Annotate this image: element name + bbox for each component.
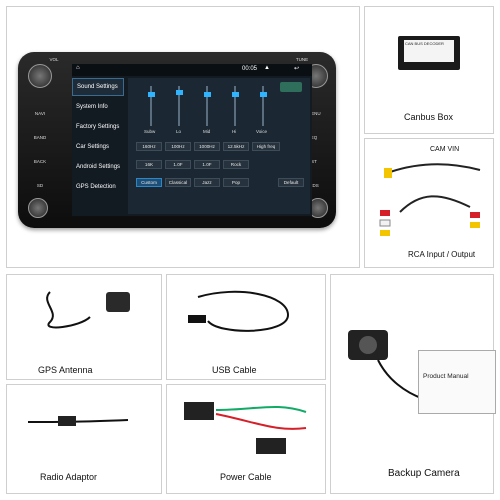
- power-cable-image: [184, 402, 307, 454]
- backup-camera-label: Backup Camera: [388, 468, 460, 479]
- preset-classical[interactable]: Classical: [165, 178, 191, 187]
- band-button[interactable]: BAND: [33, 134, 47, 140]
- rca-label: RCA Input / Output: [408, 250, 476, 259]
- usb-label: USB Cable: [212, 365, 257, 375]
- menu-factory-settings[interactable]: Factory Settings: [72, 118, 124, 136]
- eq-slider-mid[interactable]: [203, 86, 211, 126]
- cam-vin-label: CAM VIN: [430, 146, 460, 153]
- navi-button[interactable]: NAVI: [34, 110, 46, 116]
- vol-label: VOL: [49, 56, 59, 62]
- freq-high[interactable]: High freq: [252, 142, 280, 151]
- manual-label: Product Manual: [423, 373, 469, 380]
- tune-label: TUNE: [295, 56, 309, 62]
- band-label-subw: Subw: [144, 129, 156, 134]
- usb-cable-image: [188, 290, 290, 332]
- rca-cell: [364, 138, 494, 268]
- menu-system-info[interactable]: System Info: [72, 98, 124, 116]
- st-button[interactable]: ST: [311, 158, 317, 164]
- eq-button[interactable]: EQ: [310, 134, 318, 140]
- rds-button[interactable]: RDS: [309, 182, 319, 188]
- car-stereo-head-unit: VOL TUNE NAVI BAND BACK SD MENU EQ ST RD…: [18, 52, 336, 228]
- canbus-sticker-text: CAN BUS DECODER: [405, 41, 444, 46]
- menu-label: Car Settings: [76, 144, 110, 150]
- sd-button[interactable]: SD: [36, 182, 44, 188]
- back-button[interactable]: BACK: [33, 158, 47, 164]
- volume-knob[interactable]: [28, 64, 52, 88]
- preset-jazz[interactable]: Jazz: [194, 178, 220, 187]
- canbus-sticker: CAN BUS DECODER: [404, 40, 454, 62]
- radio-cell: [6, 384, 162, 494]
- menu-button[interactable]: MENU: [307, 110, 321, 116]
- menu-label: Android Settings: [76, 164, 121, 170]
- preset-custom[interactable]: Custom: [136, 178, 162, 187]
- gain-1f-b[interactable]: 1.0F: [194, 160, 220, 169]
- home-icon[interactable]: ⌂: [76, 65, 80, 71]
- status-bar: ⌂ 00:05 ▲ ↩: [72, 64, 312, 76]
- rca-cable-image: [379, 163, 481, 236]
- band-label-mid: Mid: [203, 129, 211, 134]
- canbus-box-image: CAN BUS DECODER: [398, 36, 460, 70]
- gps-cell: [6, 274, 162, 380]
- equalizer-panel: Subw Lo Mid Hi Voice 160Hz 100Hz 1000Hz …: [128, 78, 310, 214]
- preset-pop[interactable]: Pop: [223, 178, 249, 187]
- product-manual-image: Product Manual: [418, 350, 496, 414]
- freq-160hz[interactable]: 160Hz: [136, 142, 162, 151]
- band-label-voice: Voice: [256, 129, 268, 134]
- power-label: Power Cable: [220, 472, 272, 482]
- eq-slider-subw[interactable]: [147, 86, 155, 126]
- gain-1f-a[interactable]: 1.0F: [165, 160, 191, 169]
- menu-label: Factory Settings: [76, 124, 120, 130]
- eq-slider-voice[interactable]: [259, 86, 267, 126]
- freq-100hz[interactable]: 100Hz: [165, 142, 191, 151]
- touch-screen[interactable]: ⌂ 00:05 ▲ ↩ Sound Settings System Info F…: [72, 64, 312, 216]
- menu-label: Sound Settings: [77, 84, 118, 90]
- menu-label: GPS Detection: [76, 184, 116, 190]
- freq-1000hz[interactable]: 1000Hz: [194, 142, 220, 151]
- menu-car-settings[interactable]: Car Settings: [72, 138, 124, 156]
- canbus-cell: [364, 6, 494, 134]
- menu-gps-detection[interactable]: GPS Detection: [72, 178, 124, 196]
- speaker-toggle[interactable]: [280, 82, 302, 92]
- eq-slider-lo[interactable]: [175, 86, 183, 126]
- freq-12-5khz[interactable]: 12.5kHz: [223, 142, 249, 151]
- band-label-lo: Lo: [176, 129, 182, 134]
- gps-label: GPS Antenna: [38, 365, 93, 375]
- status-time: 00:05: [242, 66, 258, 72]
- menu-sound-settings[interactable]: Sound Settings: [72, 78, 124, 96]
- gain-rock[interactable]: Rock: [223, 160, 249, 169]
- menu-label: System Info: [76, 104, 108, 110]
- radio-label: Radio Adaptor: [40, 472, 98, 482]
- arrow-up-icon: ▲: [264, 65, 270, 71]
- default-button[interactable]: Default: [278, 178, 304, 187]
- left-lower-knob[interactable]: [28, 198, 48, 218]
- gain-16k[interactable]: 16K: [136, 160, 162, 169]
- band-label-hi: Hi: [232, 129, 237, 134]
- back-arrow-icon[interactable]: ↩: [294, 66, 300, 72]
- menu-android-settings[interactable]: Android Settings: [72, 158, 124, 176]
- radio-adaptor-image: [27, 416, 129, 426]
- gps-antenna-image: [46, 291, 130, 329]
- eq-slider-hi[interactable]: [231, 86, 239, 126]
- canbus-label: Canbus Box: [404, 112, 454, 122]
